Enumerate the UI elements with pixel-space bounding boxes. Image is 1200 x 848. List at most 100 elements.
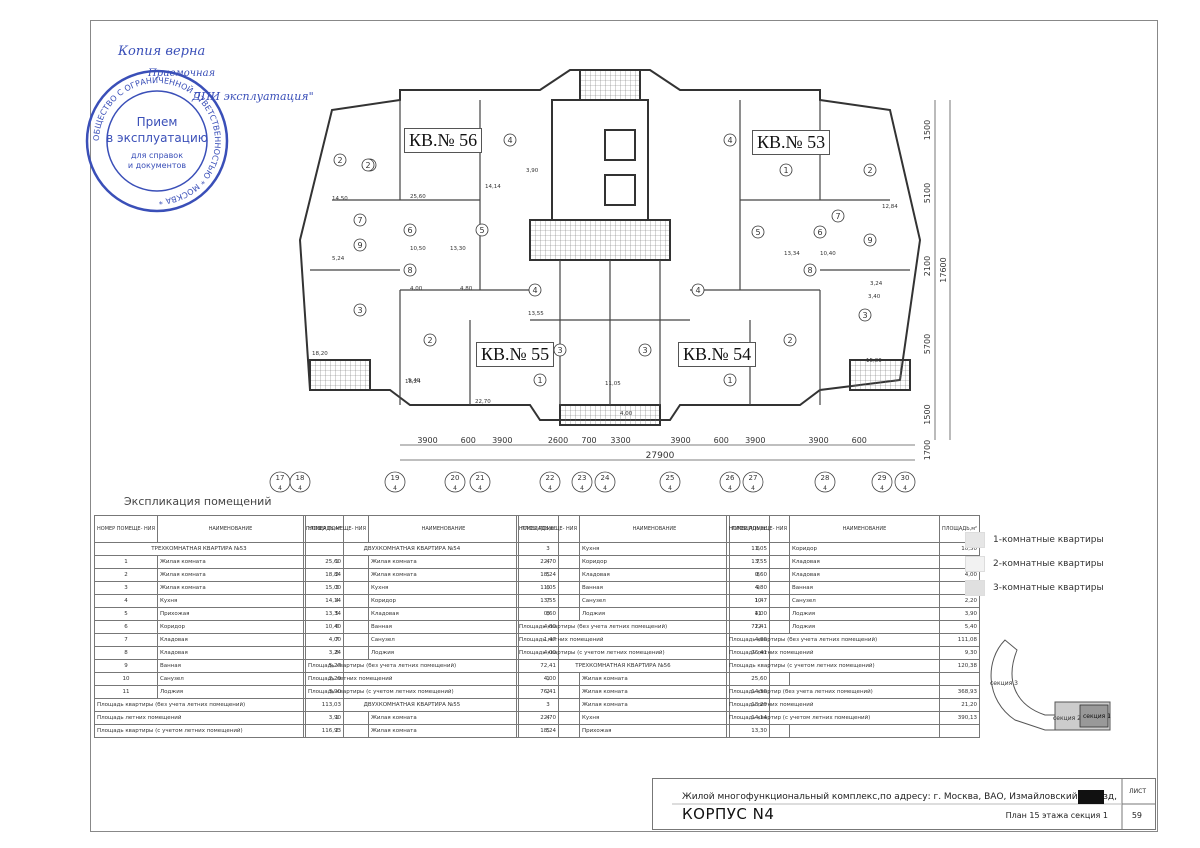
project-address: Жилой многофункциональный комплекс,по ад… <box>682 792 1117 802</box>
legend-swatch <box>965 532 985 548</box>
room-area-label: 18,24 <box>405 379 421 385</box>
cell-number: 12 <box>726 620 790 634</box>
sheet-number: 59 <box>1131 811 1142 820</box>
dimension-segment: 3900 <box>745 436 765 445</box>
legend-label: 1-комнатные квартиры <box>993 535 1104 545</box>
cell-name: Площадь квартир (с учетом летних помещен… <box>726 711 940 725</box>
cell-number: 11 <box>94 685 158 699</box>
room-number-circle <box>691 283 705 297</box>
axis-circle <box>894 471 916 493</box>
cell-number: 2 <box>94 568 158 582</box>
room-number: 3 <box>642 346 647 355</box>
cell-area: 9,30 <box>938 646 980 660</box>
room-area-label: 15,00 <box>866 358 882 364</box>
title-block: Жилой многофункциональный комплекс,по ад… <box>652 778 1156 830</box>
room-number-circle <box>779 163 793 177</box>
room-number: 4 <box>532 286 537 295</box>
room-number: 1 <box>727 376 732 385</box>
table-row <box>726 724 980 738</box>
room-area-label: 3,40 <box>868 294 881 300</box>
dimension-segment: 2600 <box>548 436 568 445</box>
apartment-label-56: КВ.№ 56 <box>404 128 483 153</box>
axis-circle <box>384 471 406 493</box>
cell-name: Площадь летних помещений <box>305 672 519 686</box>
handwritten-note-2: Приемочная <box>148 68 216 79</box>
cell-name: Ванная <box>578 581 730 595</box>
room-number: 2 <box>337 156 342 165</box>
cell-number <box>726 724 790 738</box>
dimension-segment: 600 <box>714 436 729 445</box>
cell-number: 11 <box>726 607 790 621</box>
room-number-circle <box>403 263 417 277</box>
room-number: 7 <box>357 216 362 225</box>
table-summary-row: Площадь квартиры (без учета летних помещ… <box>726 633 980 647</box>
svg-text:для справок: для справок <box>131 151 183 160</box>
legend-swatch <box>965 556 985 572</box>
room-number-circle <box>333 153 347 167</box>
cell-name: Площадь квартир (без учета летних помеще… <box>726 685 940 699</box>
cell-name: Кухня <box>367 581 519 595</box>
dimension-vertical: 5100 <box>923 183 932 203</box>
room-area-label: 13,34 <box>784 251 800 257</box>
cell-name: Площадь квартиры (без учета летних помещ… <box>726 633 940 647</box>
room-number: 9 <box>357 241 362 250</box>
cell-name: Лоджия <box>156 685 304 699</box>
cell-number: 4 <box>516 555 580 569</box>
sheet-frame <box>90 20 1158 832</box>
dimension-segment: 600 <box>852 436 867 445</box>
cell-number: 8 <box>305 646 369 660</box>
axis-circle <box>659 471 681 493</box>
dimension-segment: 600 <box>461 436 476 445</box>
cell-name: Санузел <box>156 672 304 686</box>
header-name: НАИМЕНОВАНИЕ <box>367 515 519 543</box>
cell-name: ДВУХКОМНАТНАЯ КВАРТИРА №55 <box>305 698 519 712</box>
cell-name: Площадь квартиры (без учета летних помещ… <box>94 698 304 712</box>
cell-name: Лоджия <box>788 607 940 621</box>
axis-circle <box>539 471 561 493</box>
room-number-circle <box>831 209 845 223</box>
axis-circle <box>571 471 593 493</box>
cell-area: 5,40 <box>938 620 980 634</box>
cell-name: Жилая комната <box>578 685 730 699</box>
cell-name: ТРЕХКОМНАТНАЯ КВАРТИРА №53 <box>94 542 304 556</box>
legend-item: 3-комнатные квартиры <box>965 576 1104 600</box>
cell-name: Жилая комната <box>156 581 304 595</box>
room-number: 3 <box>862 311 867 320</box>
building-name: КОРПУС N4 <box>682 805 775 823</box>
cell-name: Площадь квартиры (с учетом летних помеще… <box>726 659 940 673</box>
axis-label: 22 <box>546 474 555 482</box>
cell-number: 10 <box>726 594 790 608</box>
cell-number: 6 <box>516 581 580 595</box>
cell-name: Площадь летних помещений <box>726 646 940 660</box>
axis-label: 23 <box>578 474 587 482</box>
axis-label: 19 <box>391 474 400 482</box>
cell-number: 1 <box>305 711 369 725</box>
table-summary-row: Площадь квартир (с учетом летних помещен… <box>726 711 980 725</box>
cell-number: 5 <box>305 607 369 621</box>
axis-sheet-ref: 4 <box>580 485 584 492</box>
cell-number: 6 <box>94 620 158 634</box>
room-area-label: 14,50 <box>332 196 348 202</box>
cell-name: ТРЕХКОМНАТНАЯ КВАРТИРА №56 <box>516 659 730 673</box>
room-area-label: 4,00 <box>410 286 423 292</box>
axis-circle <box>444 471 466 493</box>
room-number-circle <box>423 333 437 347</box>
cell-number: 9 <box>94 659 158 673</box>
round-stamp: ОБЩЕСТВО С ОГРАНИЧЕННОЙ ОТВЕТСТВЕННОСТЬЮ… <box>85 69 229 213</box>
axis-circle <box>719 471 741 493</box>
cell-area: 111,08 <box>938 633 980 647</box>
cell-name: Кладовая <box>367 607 519 621</box>
cell-name: Жилая комната <box>156 555 304 569</box>
cell-number: 8 <box>94 646 158 660</box>
cell-name <box>788 724 940 738</box>
cell-area: 368,93 <box>938 685 980 699</box>
sheet-label: ЛИСТ <box>1129 788 1146 795</box>
room-number: 2 <box>427 336 432 345</box>
axis-label: 17 <box>276 474 285 482</box>
dimension-segment: 3900 <box>492 436 512 445</box>
room-number-circle <box>803 263 817 277</box>
